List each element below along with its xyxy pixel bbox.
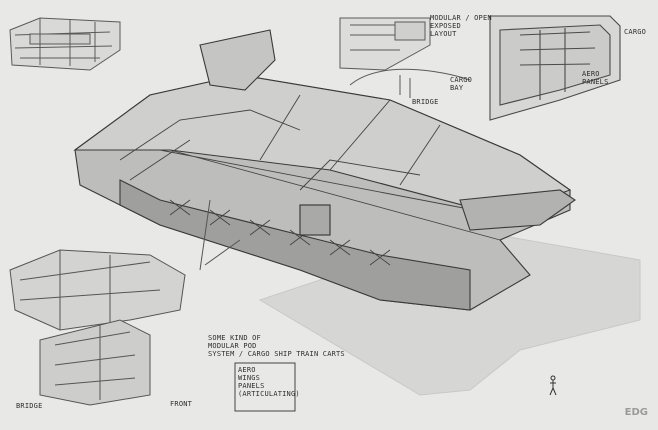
note-cargo-bay: CARGO BAY [450,76,473,92]
main-ship [73,29,576,311]
note-modular-pod: SOME KIND OF MODULAR POD SYSTEM / CARGO … [208,334,345,358]
artist-signature: EDG [624,407,648,418]
note-cargo-right: CARGO [624,28,647,36]
note-aero-panels: AERO PANELS [582,70,609,86]
note-bridge: BRIDGE [16,402,43,410]
note-bridge-top: BRIDGE [412,98,439,106]
note-box [234,362,296,412]
note-front: FRONT [170,400,193,408]
note-aero-wings: AERO WINGS PANELS (ARTICULATING) [238,366,300,398]
thumbnail-top-right [489,15,621,121]
note-layout: MODULAR / OPEN EXPOSED LAYOUT [430,14,492,38]
scale-figure [549,375,557,396]
module-sketch [9,199,241,406]
thumbnail-top-left [9,17,121,71]
